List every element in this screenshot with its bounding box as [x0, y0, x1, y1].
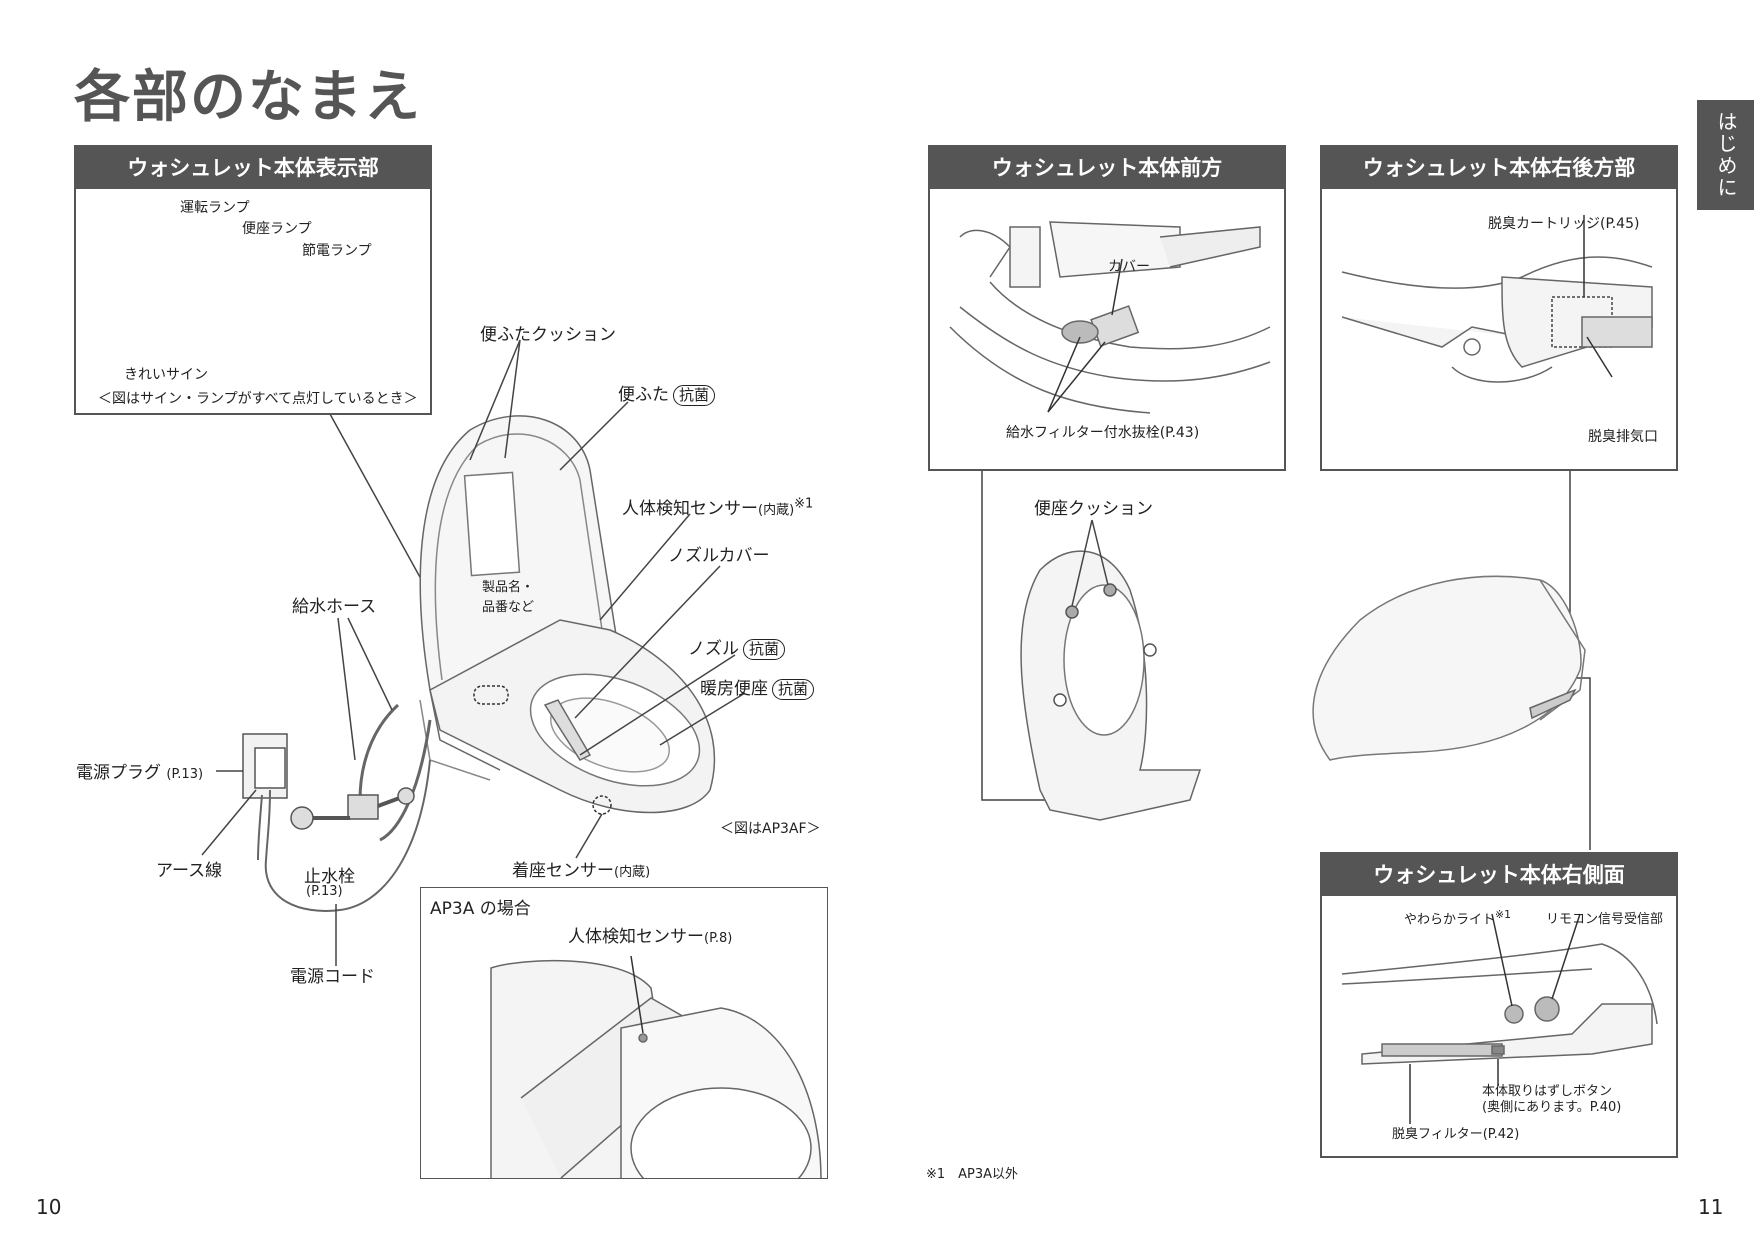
seat-cushion-label: 便座クッション — [1034, 499, 1153, 519]
stop-valve-label: 止水栓 — [304, 867, 355, 887]
stop-valve-ref: (P.13) — [306, 884, 343, 899]
power-cord-label: 電源コード — [290, 967, 375, 987]
ap3a-title: AP3A の場合 — [430, 899, 531, 919]
body-sensor-label: 人体検知センサー(内蔵)※1 — [622, 496, 814, 519]
power-plug-label: 電源プラグ (P.13) — [76, 763, 204, 783]
deodor-filter-label: 脱臭フィルター(P.42) — [1392, 1127, 1520, 1142]
ap3a-drawing — [490, 955, 822, 1178]
release-button-label-1: 本体取りはずしボタン — [1482, 1084, 1613, 1099]
earth-wire-label: アース線 — [156, 861, 223, 881]
antibacterial-tag: 抗菌 — [772, 679, 815, 700]
ap3a-sensor-label: 人体検知センサー(P.8) — [568, 927, 733, 947]
front-cover-label: カバー — [1108, 259, 1150, 275]
toilet-overview — [1312, 575, 1582, 761]
run-lamp-label: 運転ランプ — [180, 200, 250, 216]
front-panel: ウォシュレット本体前方 — [928, 145, 1286, 471]
page-title: 各部のなまえ — [74, 65, 422, 130]
lid-label-text: 便ふた — [618, 385, 669, 405]
rear-drawing — [1341, 215, 1653, 383]
cartridge-label: 脱臭カートリッジ(P.45) — [1488, 216, 1640, 232]
antibacterial-tag: 抗菌 — [673, 385, 716, 406]
nozzle-cover-label: ノズルカバー — [668, 546, 770, 566]
release-button-label-2: (奥側にあります。P.40) — [1482, 1100, 1622, 1115]
rear-panel-header: ウォシュレット本体右後方部 — [1322, 147, 1676, 189]
side-drawing — [1341, 913, 1658, 1124]
antibacterial-tag: 抗菌 — [743, 639, 786, 660]
eco-lamp-label: 節電ランプ — [302, 243, 372, 259]
side-panel-header: ウォシュレット本体右側面 — [1322, 854, 1676, 896]
product-name-label-1: 製品名・ — [482, 580, 535, 595]
page-number-left: 10 — [36, 1195, 62, 1219]
drain-plug-label: 給水フィルター付水抜栓(P.43) — [1006, 425, 1200, 441]
display-panel-header: ウォシュレット本体表示部 — [76, 147, 430, 189]
figure-note: ＜図はAP3AF＞ — [720, 821, 821, 837]
exhaust-label: 脱臭排気口 — [1588, 429, 1658, 445]
clean-sign-label: きれいサイン — [124, 367, 208, 383]
front-drawing — [949, 221, 1271, 414]
nozzle-label: ノズル抗菌 — [688, 634, 786, 660]
seat-sensor-label: 着座センサー(内蔵) — [512, 861, 651, 881]
soft-light-label: やわらかライト※1 — [1404, 908, 1511, 928]
lid-cushion-label: 便ふたクッション — [480, 325, 616, 345]
remote-receiver-label: リモコン信号受信部 — [1546, 912, 1664, 927]
display-panel: ウォシュレット本体表示部 — [74, 145, 432, 415]
side-panel: ウォシュレット本体右側面 — [1320, 852, 1678, 1158]
rear-panel: ウォシュレット本体右後方部 — [1320, 145, 1678, 471]
front-panel-header: ウォシュレット本体前方 — [930, 147, 1284, 189]
page-number-right: 11 — [1698, 1195, 1724, 1219]
display-note: ＜図はサイン・ランプがすべて点灯しているとき＞ — [98, 391, 418, 407]
ap3a-box — [420, 887, 828, 1179]
heated-seat-label: 暖房便座抗菌 — [700, 674, 815, 700]
product-name-label-2: 品番など — [482, 600, 535, 615]
seat-lamp-label: 便座ランプ — [242, 221, 312, 237]
lid-label: 便ふた抗菌 — [618, 380, 716, 406]
footnote: ※1 AP3A以外 — [926, 1167, 1019, 1182]
water-hose-label: 給水ホース — [292, 597, 377, 617]
section-tab[interactable]: はじめに — [1697, 100, 1754, 210]
